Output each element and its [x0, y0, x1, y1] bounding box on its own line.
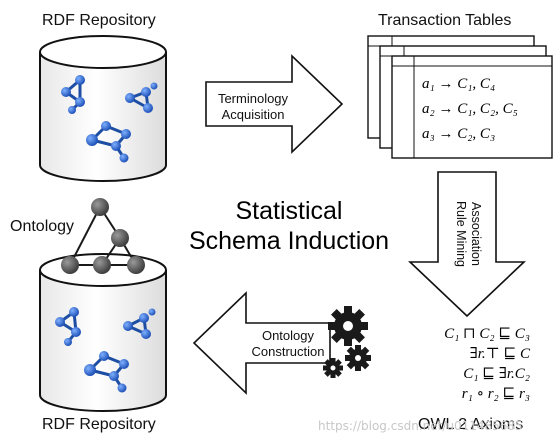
transaction-row: a₂ → C₁, C₂, C₅ — [422, 101, 518, 117]
axiom: C₁ ⊓ C₂ ⊑ C₃ — [444, 326, 530, 342]
transaction-rows: a₁ → C₁, C₄ a₂ → C₁, C₂, C₅ a₃ → C₂, C₃ — [422, 72, 518, 147]
owl-axioms-list: C₁ ⊓ C₂ ⊑ C₃ ∃r.⊤ ⊑ C C₁ ⊑ ∃r.C₂ r₁ ∘ r₂… — [398, 324, 530, 404]
rdf-repository-bottom-label: RDF Repository — [42, 416, 156, 433]
transaction-row: a₃ → C₂, C₃ — [422, 126, 496, 142]
association-rule-mining-label: Association Rule Mining — [451, 194, 483, 274]
terminology-line: Terminology — [217, 91, 289, 106]
construction-line: Construction — [251, 344, 325, 359]
rdf-graph-icon-top — [61, 75, 158, 163]
ontology-construction-label: Ontology Construction — [248, 328, 328, 360]
arrow-association-rule-mining — [407, 171, 527, 318]
database-icon-top — [39, 35, 167, 182]
arrow-terminology-acquisition — [205, 54, 344, 154]
statistical-title: Statistical — [235, 197, 343, 225]
rdf-repository-top-label: RDF Repository — [42, 12, 156, 29]
owl-axioms-label: OWL 2 Axioms — [418, 416, 524, 433]
axiom: r₁ ∘ r₂ ⊑ r₃ — [461, 386, 530, 402]
rdf-graph-icon-bottom — [55, 307, 156, 393]
acquisition-line: Acquisition — [221, 107, 285, 122]
ontology-label: Ontology — [10, 218, 75, 235]
schema-induction-title: Schema Induction — [188, 227, 390, 255]
ontology-tree-icon — [61, 198, 145, 274]
transaction-row: a₁ → C₁, C₄ — [422, 76, 496, 92]
association-line: Association — [469, 202, 483, 266]
arrow-ontology-construction — [192, 291, 331, 395]
rule-mining-line: Rule Mining — [454, 200, 468, 267]
transaction-tables-label: Transaction Tables — [378, 12, 512, 29]
ontology-line: Ontology — [261, 328, 315, 343]
watermark: https://blog.csdn.net/u011485685 — [318, 419, 523, 433]
transaction-tables-stack — [367, 35, 553, 159]
axiom: C₁ ⊑ ∃r.C₂ — [463, 366, 530, 382]
axiom: ∃r.⊤ ⊑ C — [469, 346, 530, 362]
terminology-acquisition-label: Terminology Acquisition — [210, 91, 296, 123]
